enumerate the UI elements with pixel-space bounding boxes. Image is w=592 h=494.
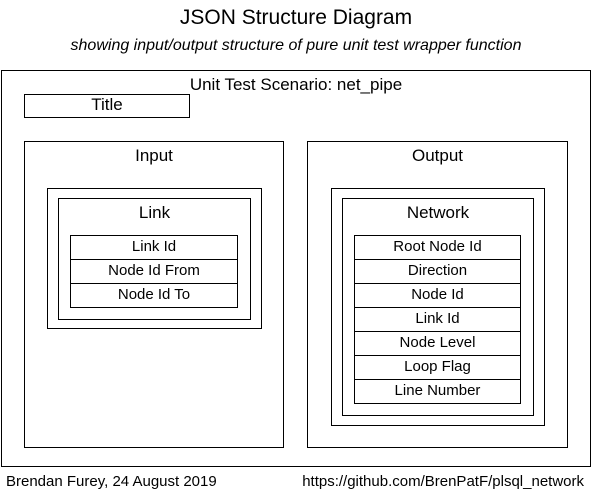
input-label: Input	[135, 146, 173, 165]
network-group-label: Network	[406, 203, 470, 222]
network-field: Direction	[354, 259, 521, 284]
footer-author: Brendan Furey, 24 August 2019	[6, 473, 217, 490]
diagram-title: JSON Structure Diagram	[179, 6, 413, 29]
link-field: Node Id From	[70, 259, 238, 284]
title-box	[24, 94, 190, 118]
output-label: Output	[411, 146, 464, 165]
diagram-subtitle: showing input/output structure of pure u…	[70, 37, 522, 54]
link-field: Node Id To	[70, 283, 238, 308]
network-field: Node Id	[354, 283, 521, 308]
title-box-label: Title	[91, 95, 123, 114]
network-field: Loop Flag	[354, 355, 521, 380]
scenario-label: Unit Test Scenario: net_pipe	[189, 75, 403, 94]
network-field: Line Number	[354, 379, 521, 404]
network-field: Node Level	[354, 331, 521, 356]
footer-url: https://github.com/BrenPatF/plsql_networ…	[302, 473, 584, 490]
link-group-label: Link	[138, 203, 171, 222]
network-field: Link Id	[354, 307, 521, 332]
network-field: Root Node Id	[354, 235, 521, 260]
link-field: Link Id	[70, 235, 238, 260]
